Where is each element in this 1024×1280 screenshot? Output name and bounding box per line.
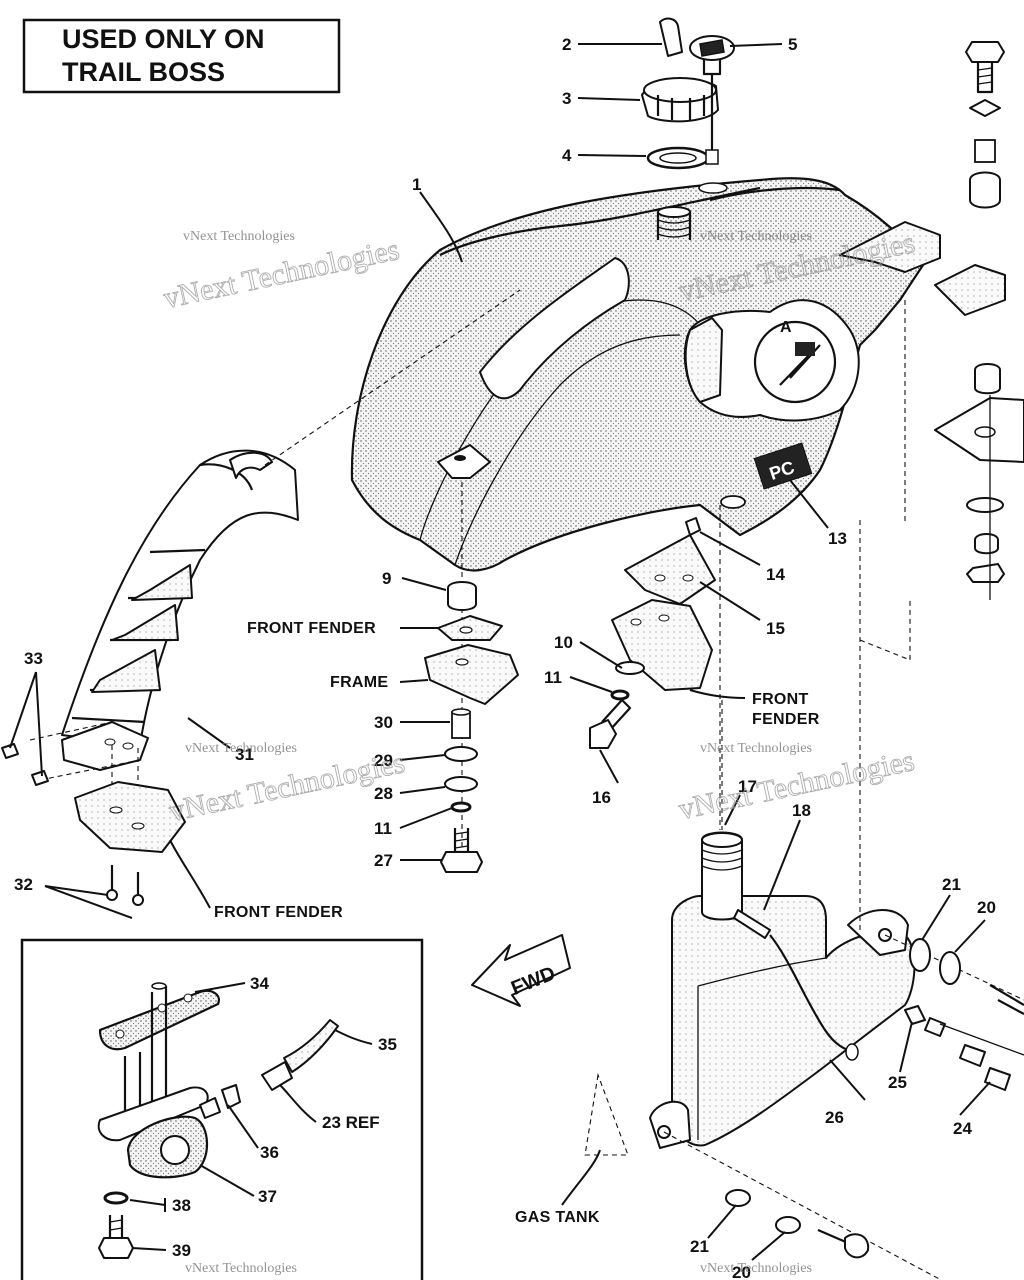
note-line-2: TRAIL BOSS — [62, 57, 225, 87]
callout-35: 35 — [378, 1035, 397, 1054]
callout-16: 16 — [592, 788, 611, 807]
callout-13: 13 — [828, 529, 847, 548]
label-front-fender-mid: FRONT FENDER — [247, 620, 376, 637]
callout-2: 2 — [562, 35, 571, 54]
right-fastener-stack — [904, 41, 1024, 600]
callout-14: 14 — [766, 565, 785, 584]
trail-boss-note-box: USED ONLY ON TRAIL BOSS — [22, 18, 341, 94]
callout-29: 29 — [374, 751, 393, 770]
callout-23-ref: 23 REF — [322, 1113, 380, 1132]
fuel-gauge-5 — [689, 35, 735, 194]
callout-18: 18 — [792, 801, 811, 820]
callout-21-bottom: 21 — [690, 1237, 709, 1256]
forward-direction-arrow: FWD — [471, 934, 571, 1007]
gas-cap-3 — [641, 77, 719, 123]
watermark-3-small: vNext Technologies — [185, 741, 297, 756]
callout-5: 5 — [788, 35, 797, 54]
gas-tank-callout-shape — [584, 1072, 629, 1156]
fuel-valve-inset — [20, 938, 424, 1280]
callout-32: 32 — [14, 875, 33, 894]
callout-17: 17 — [738, 777, 757, 796]
watermark-5-small: vNext Technologies — [185, 1261, 297, 1276]
watermark-4-small: vNext Technologies — [700, 741, 812, 756]
callout-36: 36 — [260, 1143, 279, 1162]
label-front-fender-right-1: FRONT — [752, 691, 809, 708]
fuel-line-fittings-24-25 — [904, 1005, 1024, 1091]
label-front-fender-left: FRONT FENDER — [214, 904, 343, 921]
note-line-1: USED ONLY ON — [62, 24, 265, 54]
lower-gas-tank — [649, 520, 1024, 1280]
callout-30: 30 — [374, 713, 393, 732]
vent-hose-2 — [659, 17, 683, 57]
watermark-6-small: vNext Technologies — [700, 1261, 812, 1276]
callout-11-right: 11 — [544, 668, 562, 687]
callout-38: 38 — [172, 1196, 191, 1215]
callout-9: 9 — [382, 569, 391, 588]
callout-21-right: 21 — [942, 875, 961, 894]
callout-24: 24 — [953, 1119, 972, 1138]
callout-3: 3 — [562, 89, 571, 108]
left-fender-piece — [74, 781, 186, 853]
front-mount-stack — [424, 482, 519, 873]
callout-37: 37 — [258, 1187, 277, 1206]
part-name-labels: FRONT FENDER FRAME FRONT FENDER FRONT FE… — [214, 620, 820, 1226]
callout-33: 33 — [24, 649, 43, 668]
leader-lines — [9, 43, 991, 1261]
callout-4: 4 — [562, 146, 572, 165]
callout-34: 34 — [250, 974, 269, 993]
callout-27: 27 — [374, 851, 393, 870]
callout-numbers: 2 5 3 4 1 9 30 29 28 11 27 10 11 16 14 1… — [14, 35, 996, 1280]
callout-28: 28 — [374, 784, 393, 803]
fender-bracket-31 — [29, 289, 521, 850]
watermark-3: vNext Technologies — [166, 746, 407, 828]
callout-11-left: 11 — [374, 819, 392, 838]
callout-20-bottom: 20 — [732, 1263, 751, 1280]
callout-10: 10 — [554, 633, 573, 652]
watermark-1-small: vNext Technologies — [183, 229, 295, 244]
screws-32 — [106, 865, 144, 906]
gas-tank-body: A PC — [350, 177, 1006, 572]
callout-15: 15 — [766, 619, 785, 638]
cap-gasket-4 — [646, 146, 710, 170]
detail-a-label: A — [780, 319, 792, 336]
callout-26: 26 — [825, 1108, 844, 1127]
callout-1: 1 — [412, 175, 421, 194]
watermark-1: vNext Technologies — [161, 233, 402, 315]
washers-20-21 — [725, 938, 1024, 1259]
callout-25: 25 — [888, 1073, 907, 1092]
callout-20-right: 20 — [977, 898, 996, 917]
callout-39: 39 — [172, 1241, 191, 1260]
watermark-2-small: vNext Technologies — [700, 229, 812, 244]
callout-31: 31 — [235, 745, 254, 764]
side-mount-parts — [589, 505, 721, 830]
label-gas-tank: GAS TANK — [515, 1209, 600, 1226]
label-front-fender-right-2: FENDER — [752, 711, 820, 728]
label-frame: FRAME — [330, 674, 388, 691]
